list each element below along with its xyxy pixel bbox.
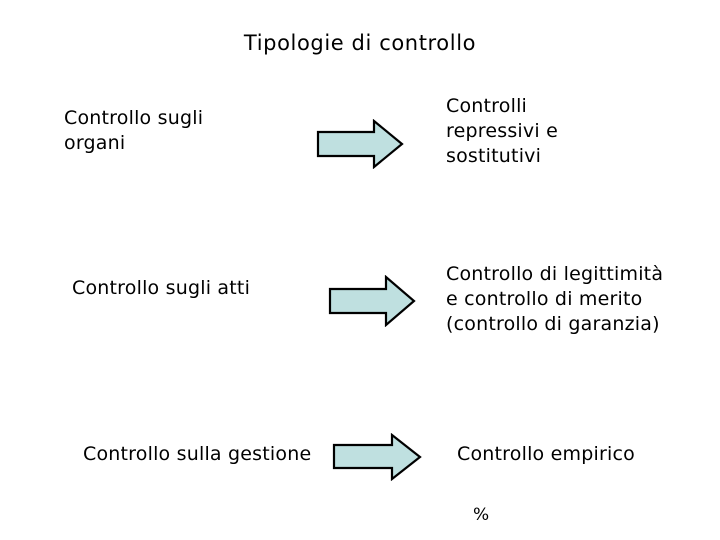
right-arrow-icon — [332, 433, 422, 481]
row-2-left-label: Controllo sugli atti — [72, 277, 251, 299]
page-title: Tipologie di controllo — [243, 31, 477, 55]
right-arrow-icon — [316, 119, 404, 169]
row-2-right-label: Controllo di legittimità e controllo di … — [446, 263, 664, 335]
row-1-left-label: Controllo sugli organi — [64, 107, 204, 154]
row-3-right-label: Controllo empirico — [457, 443, 635, 465]
right-arrow-icon — [328, 275, 416, 327]
row-1-right-label: Controlli repressivi e sostitutivi — [446, 95, 558, 167]
percent-footnote: % — [473, 505, 490, 525]
row-3-left-label: Controllo sulla gestione — [83, 443, 312, 465]
